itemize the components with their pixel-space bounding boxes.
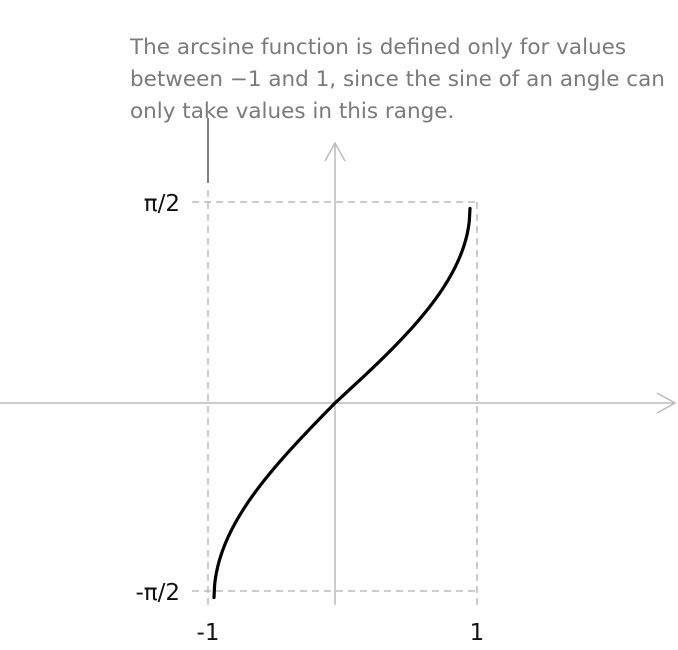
y-tick-bottom: -π/2 [135,580,180,606]
x-tick-left: -1 [197,620,220,646]
x-tick-right: 1 [470,620,485,646]
caption-text: The arcsine function is defined only for… [130,35,665,124]
y-axis-arrow [324,141,346,162]
x-axis-arrow [656,392,677,414]
y-tick-top: π/2 [144,191,180,217]
arcsine-curve [212,206,472,600]
